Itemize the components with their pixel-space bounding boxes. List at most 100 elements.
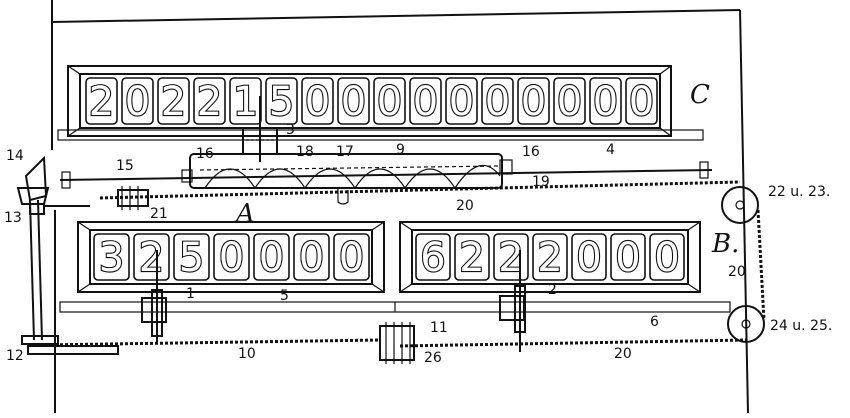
label-12: 12 xyxy=(6,348,24,364)
label-15: 15 xyxy=(116,158,134,174)
digit-window xyxy=(610,233,646,281)
label-16b: 16 xyxy=(522,144,540,160)
digit: 0 xyxy=(219,235,244,281)
digit: 0 xyxy=(299,235,324,281)
label-3: 3 xyxy=(286,122,295,138)
digit: 6 xyxy=(420,235,445,281)
label-22-23: 22 u. 23. xyxy=(768,184,830,200)
label-13: 13 xyxy=(4,210,22,226)
rod-4 xyxy=(57,129,704,141)
label-10: 10 xyxy=(238,346,256,362)
digit-window xyxy=(301,77,334,125)
label-20c: 20 xyxy=(614,346,632,362)
chain-right xyxy=(756,209,766,321)
digit-window xyxy=(415,233,451,281)
digit: 2 xyxy=(459,235,484,281)
chain-upper xyxy=(99,180,741,200)
digit: 0 xyxy=(654,235,679,281)
label-5: 5 xyxy=(280,288,289,304)
chain-lower-left xyxy=(39,338,381,347)
digit-window xyxy=(193,77,226,125)
digit-window xyxy=(173,233,210,281)
label-9: 9 xyxy=(396,142,405,158)
digit-window xyxy=(337,77,370,125)
digit-window xyxy=(213,233,250,281)
label-20b: 20 xyxy=(728,264,746,280)
slider-2 xyxy=(499,250,526,352)
digit-window xyxy=(121,77,154,125)
counter-c-letter: C xyxy=(690,80,710,110)
slider-1 xyxy=(141,250,167,342)
chain-lower-right xyxy=(399,338,747,348)
digit-window xyxy=(532,233,568,281)
label-1: 1 xyxy=(186,286,195,302)
counter-a-letter: A xyxy=(234,199,255,229)
digit-window xyxy=(333,233,370,281)
label-26: 26 xyxy=(424,350,442,366)
digit-window xyxy=(409,77,442,125)
digit-window xyxy=(133,233,170,281)
label-19: 19 xyxy=(532,174,550,190)
pulley-24-25 xyxy=(727,305,765,343)
bevel-gears xyxy=(16,155,119,355)
digit-window xyxy=(625,77,658,125)
label-18: 18 xyxy=(296,144,314,160)
digit: 0 xyxy=(449,79,474,125)
label-2: 2 xyxy=(548,282,557,298)
digit-window xyxy=(293,233,330,281)
digit-window xyxy=(649,233,685,281)
digit-window xyxy=(571,233,607,281)
digit-window xyxy=(517,77,550,125)
digit: 0 xyxy=(377,79,402,125)
digit: 0 xyxy=(485,79,510,125)
digit-window xyxy=(373,77,406,125)
label-20a: 20 xyxy=(456,198,474,214)
label-16a: 16 xyxy=(196,146,214,162)
digit-window xyxy=(93,233,130,281)
label-6: 6 xyxy=(650,314,659,330)
digit: 0 xyxy=(339,235,364,281)
digit: 0 xyxy=(557,79,582,125)
digit-window xyxy=(265,77,298,125)
digit-window xyxy=(454,233,490,281)
label-21: 21 xyxy=(150,206,168,222)
digit: 1 xyxy=(233,79,258,125)
digit: 0 xyxy=(413,79,438,125)
digit: 0 xyxy=(125,79,150,125)
digit: 3 xyxy=(99,235,124,281)
digit: 2 xyxy=(89,79,114,125)
digit: 2 xyxy=(197,79,222,125)
digit: 0 xyxy=(629,79,654,125)
label-4: 4 xyxy=(606,142,615,158)
digit: 0 xyxy=(521,79,546,125)
digit: 2 xyxy=(161,79,186,125)
digit: 2 xyxy=(139,235,164,281)
pulley-22-23 xyxy=(721,186,759,224)
digit: 0 xyxy=(305,79,330,125)
label-11: 11 xyxy=(430,320,448,336)
digit: 5 xyxy=(179,235,204,281)
digit-window xyxy=(589,77,622,125)
digit-window xyxy=(445,77,478,125)
digit-window xyxy=(553,77,586,125)
digit: 5 xyxy=(269,79,294,125)
digit-window xyxy=(253,233,290,281)
digit: 2 xyxy=(537,235,562,281)
label-14: 14 xyxy=(6,148,24,164)
reference-labels: 1 2 3 4 5 6 9 10 11 12 13 14 15 16 16 17… xyxy=(4,122,832,366)
digit: 0 xyxy=(259,235,284,281)
label-24-25: 24 u. 25. xyxy=(770,318,832,334)
digit-window xyxy=(157,77,190,125)
counter-b-letter: B. xyxy=(711,229,739,259)
gear-11 xyxy=(379,322,415,364)
digit-window xyxy=(85,77,118,125)
digit: 0 xyxy=(341,79,366,125)
digit: 0 xyxy=(615,235,640,281)
